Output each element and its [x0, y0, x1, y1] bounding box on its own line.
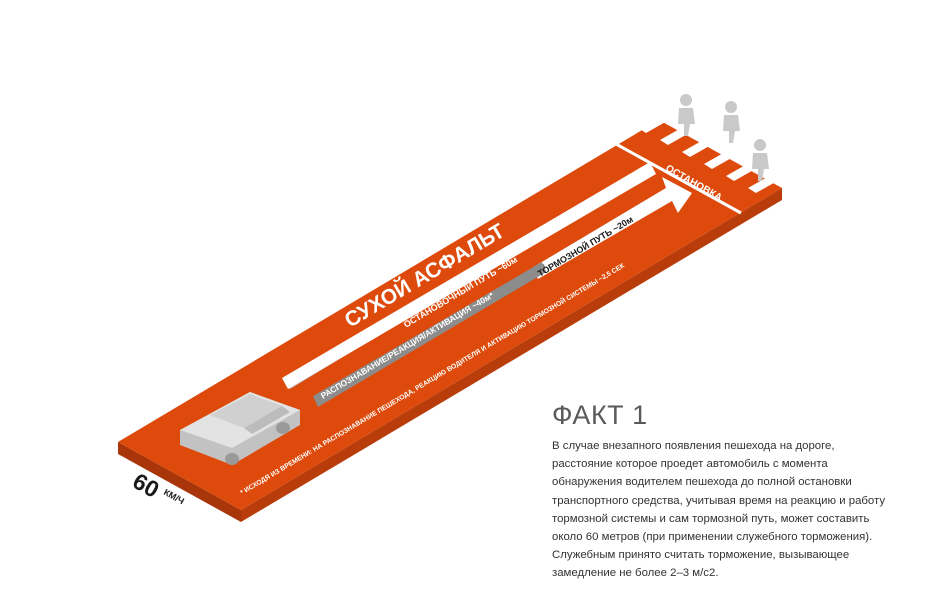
pedestrian-body	[723, 115, 740, 143]
fact-title: ФАКТ 1	[552, 400, 648, 430]
speed-unit: КМ/Ч	[162, 487, 186, 506]
pedestrian-head	[725, 101, 737, 113]
crosswalk-stripe	[736, 129, 769, 148]
braking-distance-arrow	[532, 177, 692, 279]
braking-arrow	[532, 177, 692, 279]
road-side-front	[241, 188, 782, 522]
car-wheel-icon	[225, 453, 239, 465]
car-cabin	[210, 394, 282, 428]
crosswalk-stripe	[748, 171, 786, 193]
pedestrian-body	[752, 153, 769, 181]
fact-block: ФАКТ 1 В случае внезапного появления пеш…	[552, 400, 892, 583]
pedestrian-head	[680, 94, 692, 106]
car-icon	[180, 392, 300, 465]
crosswalk-stripe	[692, 105, 725, 124]
reaction-bar	[313, 262, 546, 407]
car-wheel-icon	[276, 422, 290, 434]
pedestrian-icon	[752, 139, 769, 181]
stopping-distance-bar	[282, 162, 656, 389]
crosswalk-stripe	[704, 147, 742, 169]
stopping-bar	[282, 162, 656, 389]
crosswalk-stripe	[638, 111, 676, 133]
pedestrian-icon	[723, 101, 740, 143]
stop-line	[615, 142, 742, 215]
reaction-distance-bar	[313, 262, 546, 407]
crosswalk-stripe	[682, 135, 720, 157]
pedestrian-head	[754, 139, 766, 151]
pedestrian-body	[678, 108, 695, 136]
road-side	[118, 442, 241, 522]
pedestrian-icon	[678, 94, 695, 136]
fact-text: В случае внезапного появления пешехода н…	[552, 440, 886, 580]
car-windshield	[244, 406, 290, 434]
